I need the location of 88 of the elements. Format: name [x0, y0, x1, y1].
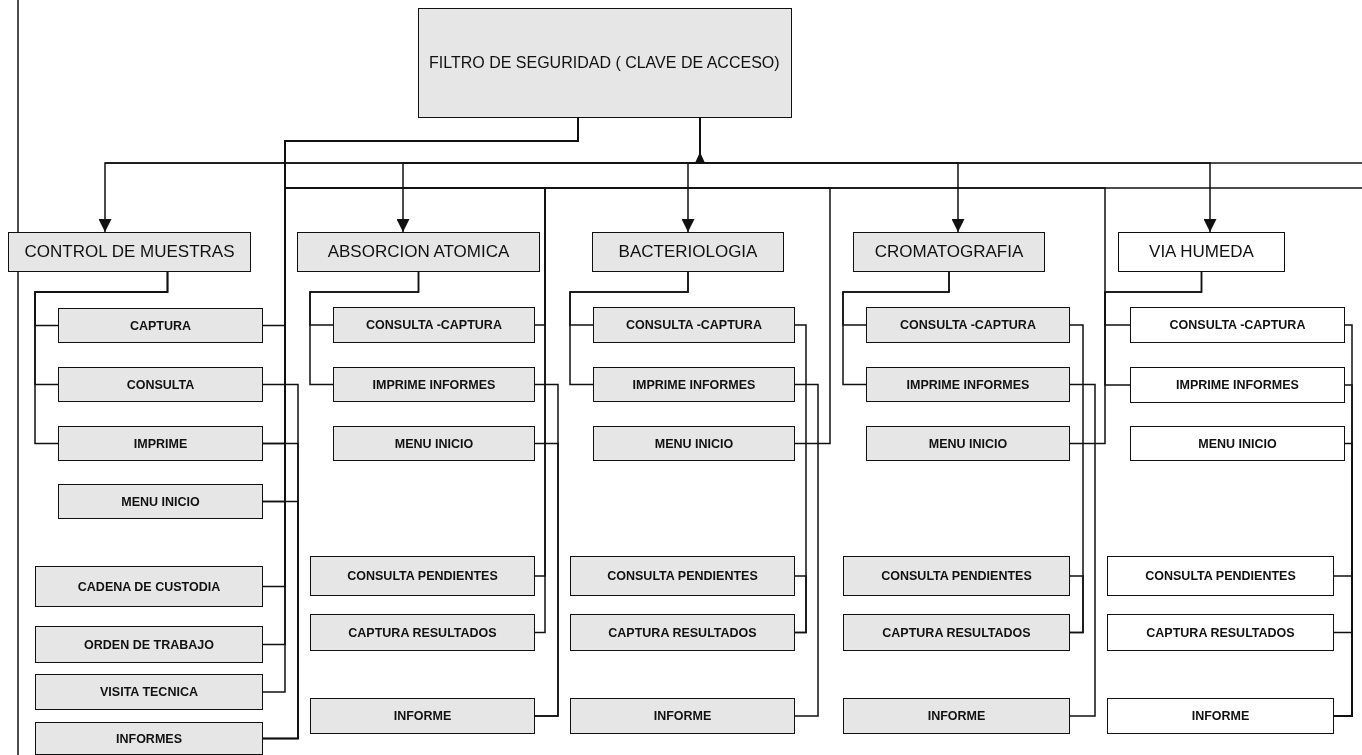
connector-line: [1333, 631, 1353, 717]
option-box: [58, 367, 263, 402]
box-label: CAPTURA RESULTADOS: [608, 625, 757, 640]
box-label: VISITA TECNICA: [100, 685, 198, 699]
connector-line: [569, 271, 689, 386]
option-box: [843, 698, 1070, 734]
box-label: CONSULTA -CAPTURA: [366, 318, 502, 332]
box-label: INFORME: [393, 709, 452, 723]
module-box: [1118, 232, 1285, 272]
option-box: [1130, 307, 1345, 343]
box-label: CONSULTA -CAPTURA: [1169, 318, 1306, 332]
connector-line: [1104, 271, 1203, 386]
option-box: [593, 367, 795, 402]
option-box: [310, 698, 535, 734]
option-box: [1130, 426, 1345, 461]
box-label: CAPTURA RESULTADOS: [348, 625, 497, 640]
box-label: INFORMES: [116, 731, 182, 746]
module-box: [592, 232, 784, 272]
option-box: [35, 566, 263, 607]
option-box: [333, 367, 535, 402]
option-box: [333, 426, 535, 461]
module-box: [8, 232, 251, 272]
module-box: [853, 232, 1045, 272]
option-box: [58, 426, 263, 461]
option-box: [866, 426, 1070, 461]
box-label: IMPRIME INFORMES: [372, 377, 496, 392]
box-label: CONSULTA PENDIENTES: [607, 569, 758, 583]
box-label: ORDEN DE TRABAJO: [84, 637, 214, 652]
connector-line: [34, 271, 169, 445]
connector-line: [262, 500, 299, 740]
option-box: [843, 614, 1070, 651]
option-box: [310, 556, 535, 596]
box-label: CONSULTA -CAPTURA: [900, 318, 1036, 332]
option-box: [310, 614, 535, 651]
option-box: [843, 556, 1070, 596]
option-box: [1107, 698, 1334, 734]
option-box: [35, 722, 263, 755]
box-label: MENU INICIO: [1198, 436, 1277, 451]
box-label: CADENA DE CUSTODIA: [77, 579, 221, 594]
connector-line: [794, 575, 807, 634]
box-label: MENU INICIO: [928, 436, 1008, 451]
box-label: IMPRIME INFORMES: [1176, 378, 1299, 392]
box-label: FILTRO DE SEGURIDAD ( CLAVE DE ACCESO): [429, 54, 780, 72]
box-label: CAPTURA: [129, 318, 192, 333]
connector-line: [842, 271, 950, 386]
module-box: [297, 232, 540, 272]
option-box: [1130, 367, 1345, 403]
box-label: CONSULTA: [126, 377, 195, 392]
option-box: [333, 307, 535, 343]
connector-line: [794, 383, 819, 717]
box-label: CONSULTA PENDIENTES: [347, 569, 498, 583]
box-label: CONTROL DE MUESTRAS: [24, 242, 235, 262]
box-label: IMPRIME: [133, 436, 188, 451]
connector-line: [309, 271, 420, 386]
box-label: CONSULTA -CAPTURA: [626, 318, 762, 332]
option-box: [35, 626, 263, 663]
box-label: INFORME: [653, 709, 712, 723]
box-label: INFORME: [927, 709, 986, 723]
box-label: CONSULTA PENDIENTES: [1145, 569, 1296, 583]
option-box: [58, 308, 263, 343]
box-label: ABSORCION ATOMICA: [327, 242, 510, 262]
box-label: MENU INICIO: [394, 436, 474, 451]
connector-line: [1069, 383, 1096, 717]
box-label: VIA HUMEDA: [1149, 242, 1254, 262]
box-label: INFORME: [1191, 709, 1250, 723]
option-box: [570, 614, 795, 651]
option-box: [570, 556, 795, 596]
option-box: [58, 484, 263, 519]
box-label: MENU INICIO: [654, 436, 734, 451]
option-box: [1107, 556, 1334, 596]
connector-line: [1069, 575, 1084, 634]
option-box: [593, 307, 795, 343]
box-label: IMPRIME INFORMES: [632, 377, 756, 392]
option-box: [866, 367, 1070, 402]
box-label: CAPTURA RESULTADOS: [1146, 625, 1295, 640]
box-label: BACTERIOLOGIA: [618, 242, 758, 262]
option-box: [570, 698, 795, 734]
option-box: [593, 426, 795, 461]
box-label: CROMATOGRAFIA: [874, 242, 1024, 262]
option-box: [866, 307, 1070, 343]
box-label: CAPTURA RESULTADOS: [882, 625, 1031, 640]
box-label: IMPRIME INFORMES: [906, 377, 1030, 392]
box-label: MENU INICIO: [121, 494, 200, 509]
security-box: [418, 8, 792, 118]
connector-line: [534, 442, 559, 717]
option-box: [1107, 614, 1334, 651]
box-label: CONSULTA PENDIENTES: [881, 569, 1032, 583]
option-box: [35, 674, 263, 710]
